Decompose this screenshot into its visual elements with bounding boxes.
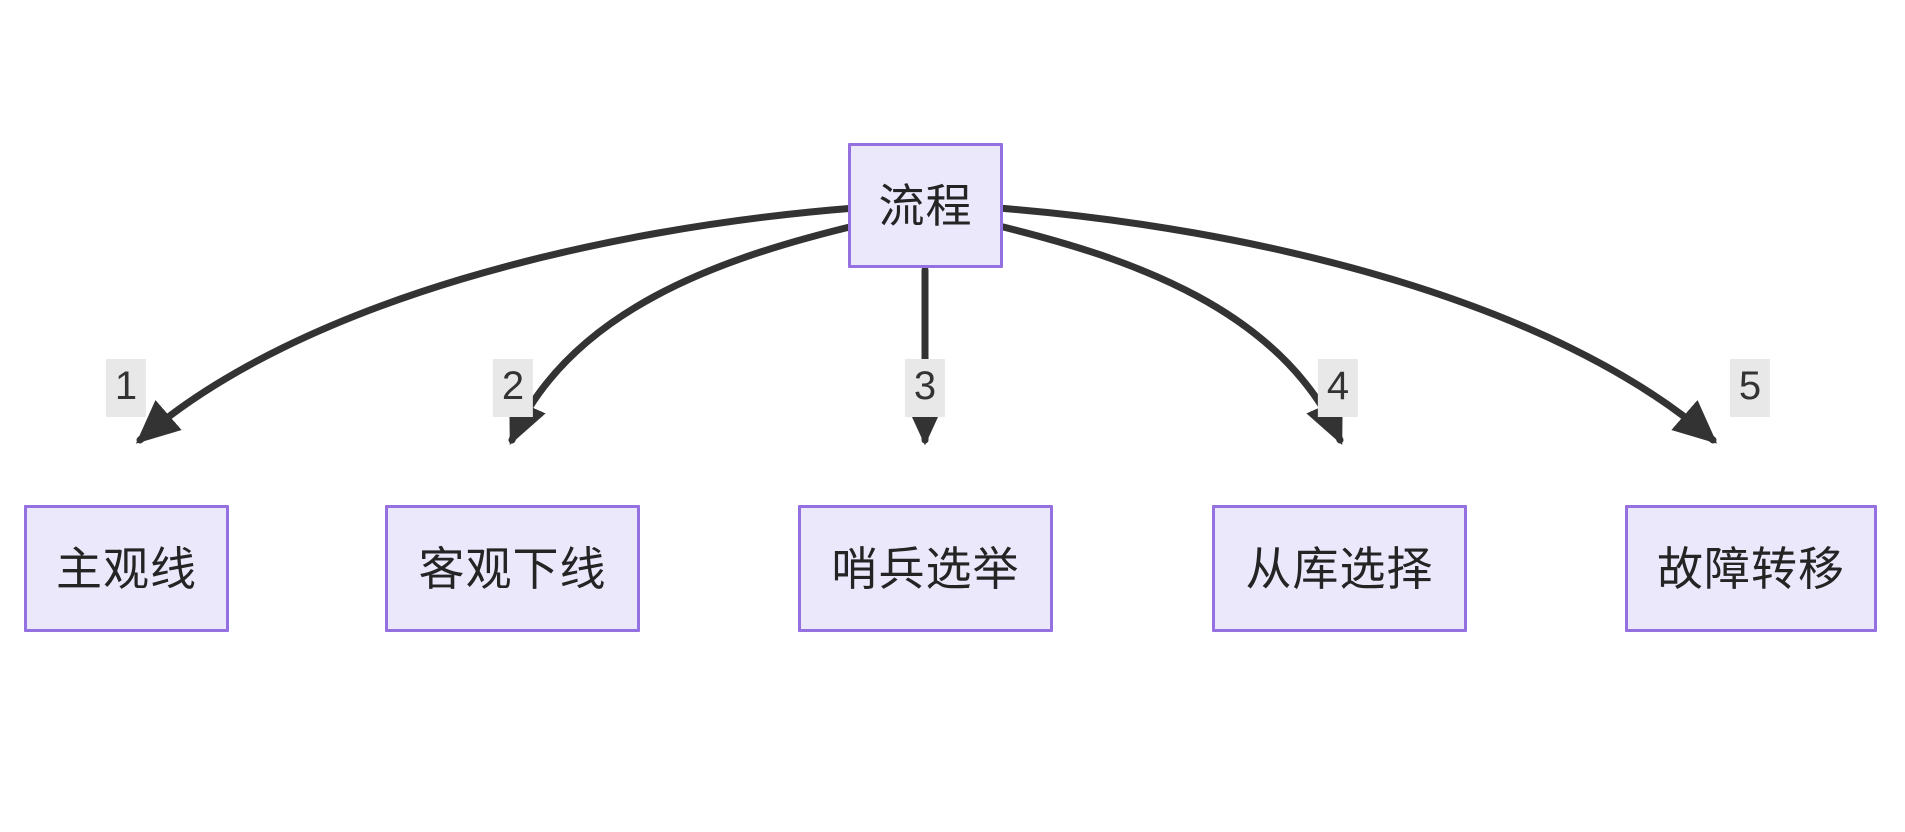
node-root[interactable]: 流程	[848, 143, 1003, 268]
node-zhuguanxian-label: 主观线	[56, 542, 197, 595]
node-shaobingxuanju[interactable]: 哨兵选举	[798, 505, 1053, 632]
edge-path-2	[508, 221, 862, 445]
edge-label-5: 5	[1729, 359, 1771, 417]
node-keguanxiaxian-label: 客观下线	[418, 542, 607, 595]
node-zhuguanxian[interactable]: 主观线	[24, 505, 229, 632]
edge-path-1	[135, 204, 859, 444]
node-keguanxiaxian[interactable]: 客观下线	[385, 505, 640, 632]
node-cukuxuanze-label: 从库选择	[1245, 542, 1434, 595]
node-cukuxuanze[interactable]: 从库选择	[1212, 505, 1467, 632]
edge-label-2: 2	[492, 359, 534, 417]
edge-label-4: 4	[1317, 359, 1359, 417]
edge-path-4	[991, 221, 1344, 445]
edge-path-5	[994, 204, 1718, 444]
node-root-label: 流程	[878, 179, 973, 232]
node-shaobingxuanju-label: 哨兵选举	[831, 542, 1020, 595]
edge-label-1: 1	[105, 359, 147, 417]
node-guzhangzhuanyi[interactable]: 故障转移	[1625, 505, 1877, 632]
edge-label-3: 3	[904, 359, 946, 417]
node-guzhangzhuanyi-label: 故障转移	[1657, 542, 1845, 595]
